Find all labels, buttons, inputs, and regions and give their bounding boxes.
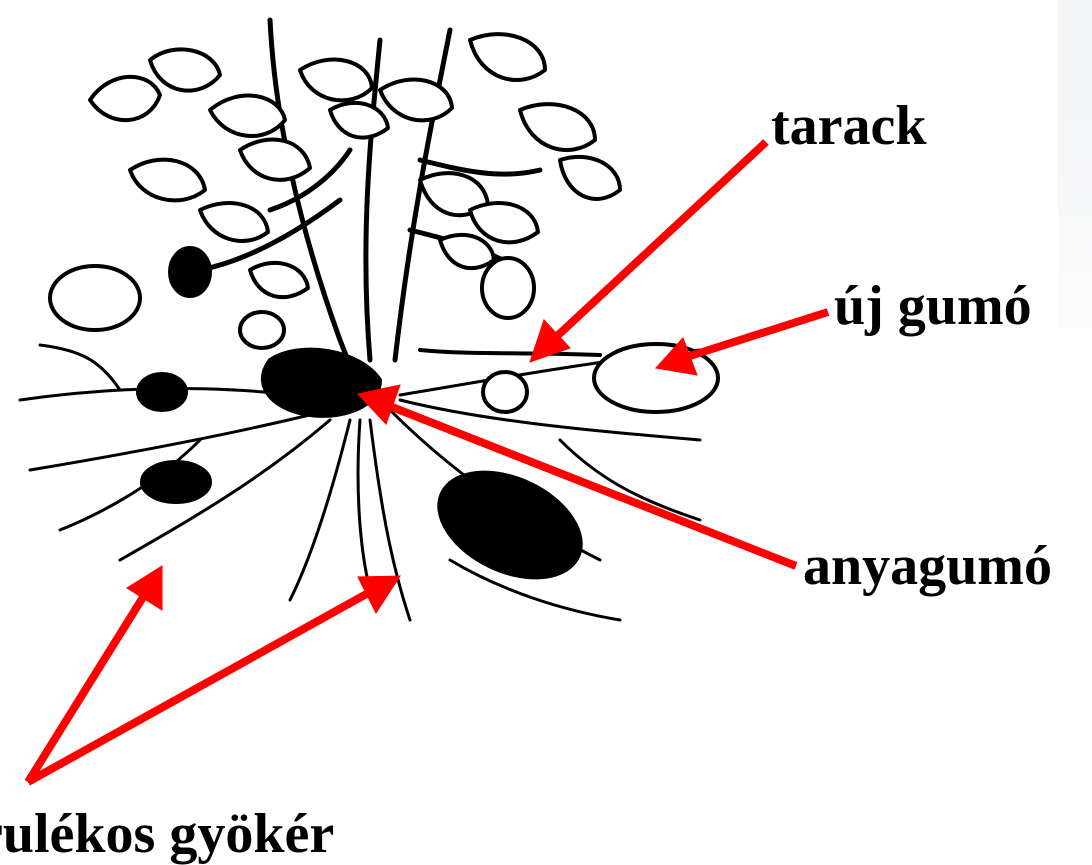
arrow-gyoker-left xyxy=(28,566,162,782)
label-jarulekos-gyoker: rulékos gyökér xyxy=(0,806,334,862)
label-uj-gumo: új gumó xyxy=(834,278,1032,334)
leaves xyxy=(90,34,620,297)
runner-stolon xyxy=(420,350,600,355)
label-anyagumo: anyagumó xyxy=(803,538,1052,594)
label-tarack: tarack xyxy=(771,98,927,154)
arrows xyxy=(28,142,828,782)
arrow-gyoker-right xyxy=(28,576,400,782)
tubers xyxy=(50,248,718,598)
potato-plant-illustration xyxy=(20,20,718,620)
arrow-uj-gumo xyxy=(656,312,828,375)
